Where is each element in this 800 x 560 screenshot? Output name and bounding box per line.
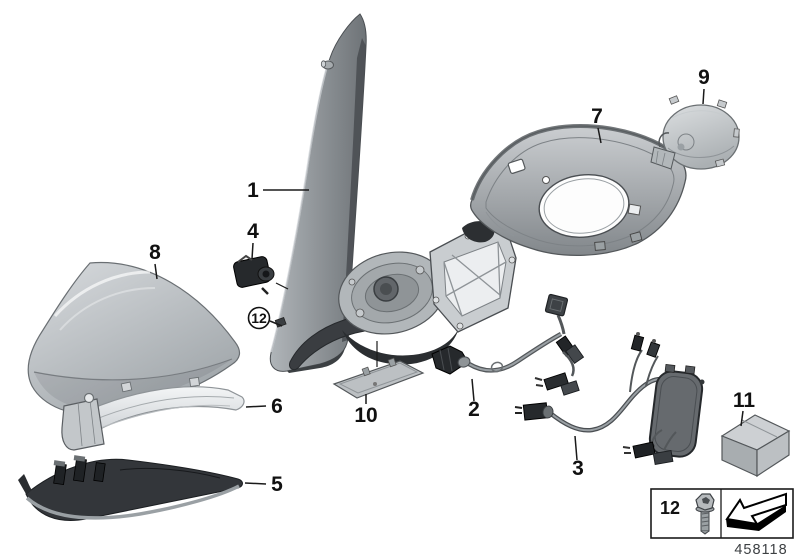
callout-label-9[interactable]: 9	[698, 66, 710, 89]
wiring-harness-part-3	[514, 332, 705, 465]
callout-label-11[interactable]: 11	[733, 389, 756, 412]
callout-1[interactable]: 1	[247, 179, 309, 202]
legend-item-number: 12	[660, 498, 680, 518]
callout-11[interactable]: 11	[733, 389, 756, 427]
drawing-number: 458118	[734, 542, 787, 558]
glass-opening	[538, 174, 630, 238]
callout-label-5[interactable]: 5	[271, 473, 283, 496]
wiring-harness-part-2	[431, 293, 585, 396]
camera-sensor-part-4	[233, 254, 289, 295]
callout-label-2[interactable]: 2	[468, 398, 480, 421]
callout-4[interactable]: 4	[247, 220, 259, 260]
flange-screw-icon	[695, 493, 715, 535]
callout-3[interactable]: 3	[572, 435, 584, 480]
turn-signal-lamp-part-6	[61, 376, 245, 451]
mirror-control-module	[648, 363, 704, 458]
legend-box: 12	[650, 488, 794, 539]
callout-9[interactable]: 9	[698, 66, 710, 105]
callout-12-circled[interactable]: 12	[247, 306, 283, 330]
callout-label-8[interactable]: 8	[149, 241, 161, 264]
callout-2[interactable]: 2	[468, 378, 480, 421]
mounting-hook	[83, 392, 95, 404]
callout-label-7[interactable]: 7	[591, 105, 603, 128]
callout-8[interactable]: 8	[149, 241, 161, 280]
glass-connector-bracket	[650, 146, 676, 170]
housing-shell-part-7	[469, 123, 687, 257]
callout-label-4[interactable]: 4	[247, 220, 259, 243]
callout-5[interactable]: 5	[244, 473, 283, 496]
mirror-glass-part-9	[650, 95, 740, 170]
kit-box-part-11	[720, 414, 791, 478]
callout-label-12[interactable]: 12	[251, 310, 267, 326]
trim-clips	[53, 455, 106, 486]
cover-plate-part-10	[332, 341, 425, 399]
callout-10[interactable]: 10	[354, 394, 378, 427]
callout-label-10[interactable]: 10	[354, 404, 377, 427]
lower-trim-part-5	[18, 455, 243, 521]
square-connector	[544, 293, 569, 317]
callout-6[interactable]: 6	[245, 395, 283, 418]
callout-7[interactable]: 7	[591, 105, 603, 144]
callout-label-1[interactable]: 1	[247, 179, 259, 202]
callout-label-3[interactable]: 3	[572, 457, 584, 480]
callout-label-6[interactable]: 6	[271, 395, 283, 418]
installation-direction-arrow-icon	[725, 492, 787, 531]
